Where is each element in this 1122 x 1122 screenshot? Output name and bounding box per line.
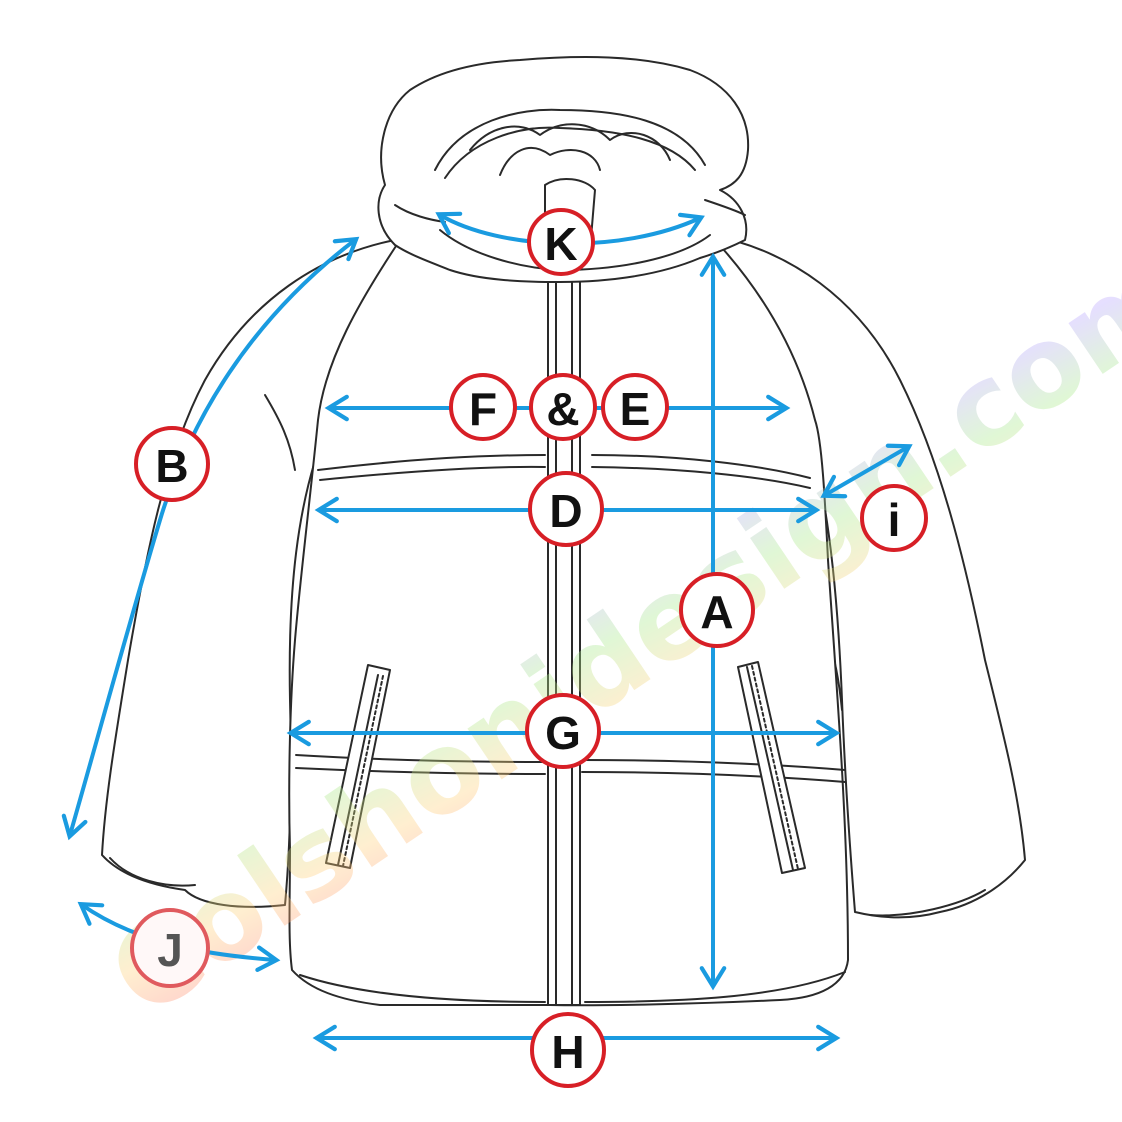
badge-d: D xyxy=(528,471,604,547)
right-pocket-zipper xyxy=(737,661,806,874)
badge-h: H xyxy=(530,1012,606,1088)
svg-text:&: & xyxy=(546,383,579,435)
badge-j: J xyxy=(130,908,210,988)
badge-k: K xyxy=(527,208,595,276)
badge-f: F xyxy=(449,373,517,441)
badge-g: G xyxy=(525,693,601,769)
badge-a: A xyxy=(679,572,755,648)
measure-line-b xyxy=(61,236,360,841)
svg-text:J: J xyxy=(157,924,183,976)
svg-text:K: K xyxy=(544,218,577,270)
svg-text:A: A xyxy=(700,586,733,638)
svg-text:H: H xyxy=(551,1026,584,1078)
svg-text:G: G xyxy=(545,707,581,759)
label-badges: K F & E B D i A xyxy=(130,208,928,1088)
svg-text:D: D xyxy=(549,485,582,537)
badge-i: i xyxy=(860,484,928,552)
svg-text:E: E xyxy=(620,383,651,435)
svg-text:F: F xyxy=(469,383,497,435)
badge-e: E xyxy=(601,373,669,441)
badge-amp: & xyxy=(529,373,597,441)
svg-text:B: B xyxy=(155,440,188,492)
svg-text:i: i xyxy=(888,494,901,546)
measure-line-i xyxy=(820,443,913,499)
badge-b: B xyxy=(134,426,210,502)
